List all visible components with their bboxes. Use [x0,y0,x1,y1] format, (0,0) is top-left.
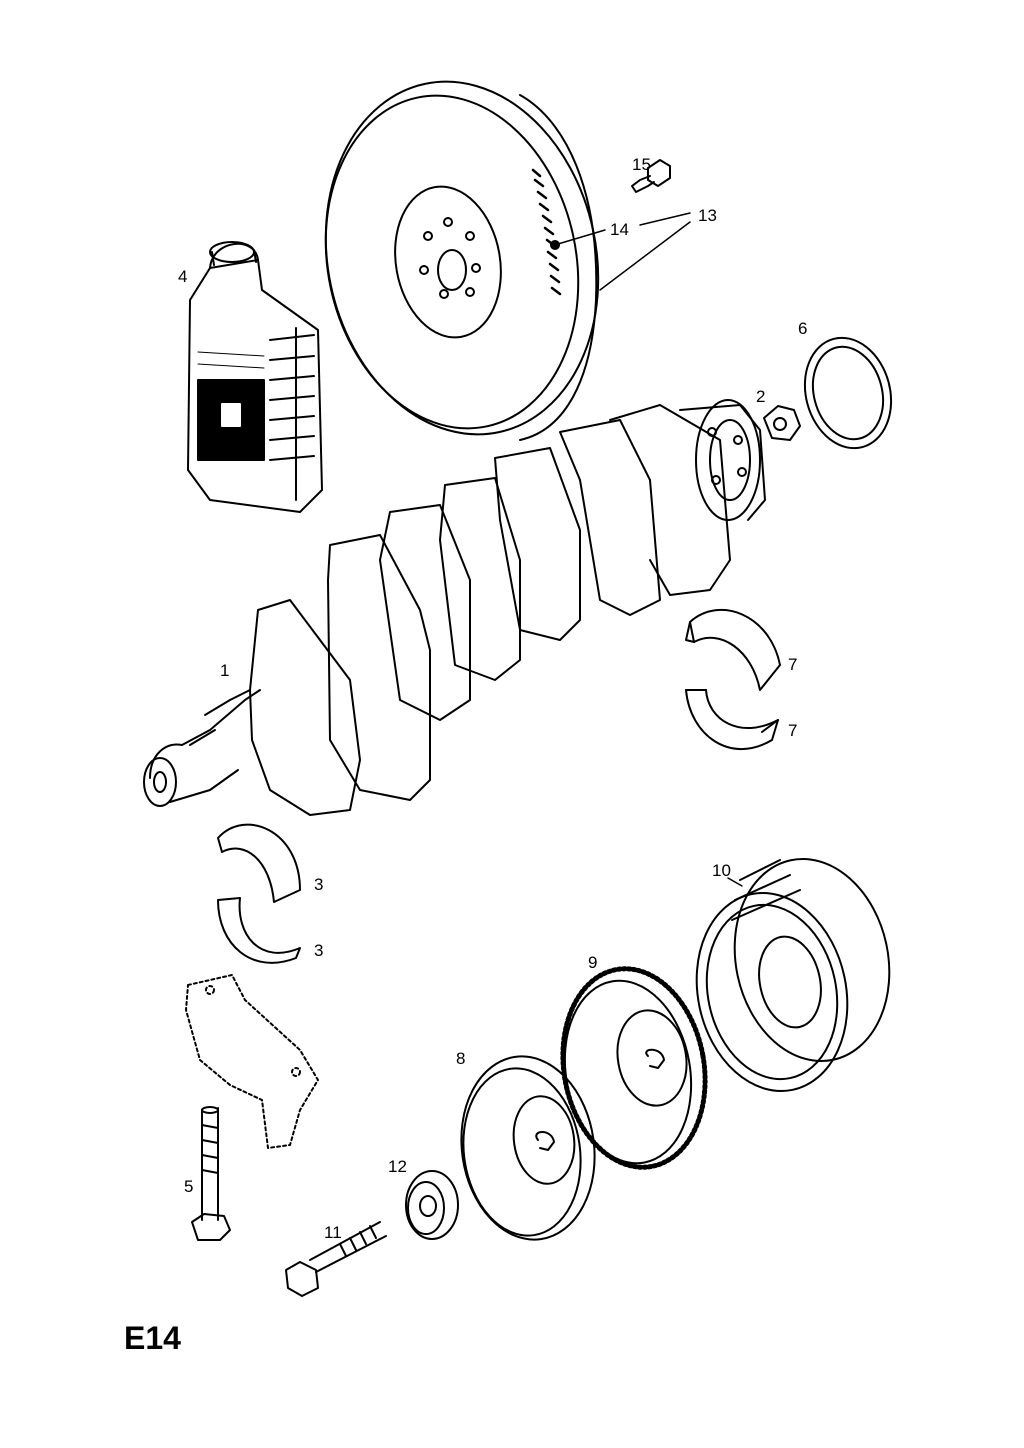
callout-4: 4 [178,267,188,286]
flywheel-part [324,80,600,441]
callout-5: 5 [184,1177,194,1196]
bearing-shell-lower-part [685,689,779,751]
callout-14: 14 [610,220,629,239]
bearing-shell-lower-left-part [217,897,301,964]
callout-1: 1 [220,661,230,680]
bearing-cap-part [185,974,319,1149]
bearing-shell-upper-part [685,608,781,691]
sprocket-part [560,966,708,1170]
crankshaft-part [143,399,766,816]
bearing-shell-upper-left-part [217,823,301,903]
callout-13: 13 [698,206,717,225]
callout-15: 15 [632,155,651,174]
page-code: E14 [124,1320,181,1356]
leader-lines-13-14 [557,212,691,291]
callout-11: 11 [324,1223,342,1242]
oil-seal-part [803,336,893,450]
flywheel-bolt-part [631,159,671,193]
pulley-part [695,857,891,1093]
callout-7-upper: 7 [788,655,798,674]
callout-9: 9 [588,953,598,972]
callout-2: 2 [756,387,766,406]
callout-3-upper: 3 [314,875,324,894]
oil-bottle-part [187,241,323,513]
damper-pulley-part [460,1055,596,1241]
washer-part [405,1170,459,1240]
pulley-bolt-part [285,1221,387,1297]
bearing-cap-bolt-part [191,1106,231,1241]
callout-12: 12 [388,1157,407,1176]
leader-line-10 [727,877,743,887]
callout-8: 8 [456,1049,466,1068]
nut-part [763,405,801,441]
callout-10: 10 [712,861,731,880]
callout-6: 6 [798,319,808,338]
callout-3-lower: 3 [314,941,324,960]
callout-7-lower: 7 [788,721,798,740]
